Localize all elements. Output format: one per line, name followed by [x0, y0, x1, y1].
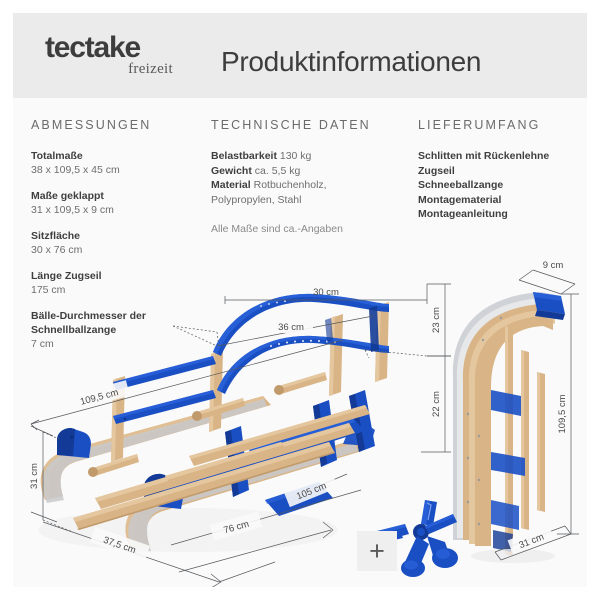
- spec-value: 38 x 109,5 x 45 cm: [31, 164, 120, 176]
- spec-value: 175 cm: [31, 284, 66, 296]
- list-item: Schneeballzange: [418, 179, 504, 191]
- spec-label: Totalmaße: [31, 150, 83, 162]
- sled-folded-illustration: [452, 292, 565, 563]
- list-item: Schlitten mit Rückenlehne: [418, 150, 550, 162]
- spec-value: 7 cm: [31, 338, 54, 350]
- spec-sitzflaeche: Sitzfläche 30 x 76 cm: [31, 229, 201, 257]
- logo-wordmark: tectake: [45, 31, 141, 64]
- dim-23cm: 23 cm: [431, 307, 442, 333]
- list-item: Montagematerial: [418, 193, 502, 206]
- spec-label: Sitzfläche: [31, 230, 81, 242]
- section-heading-lieferumfang: LIEFERUMFANG: [418, 118, 541, 132]
- dimension-annotations-folded-sled: 9 cm 109,5 cm 31 cm: [494, 260, 579, 561]
- page-title: Produktinformationen: [221, 46, 482, 77]
- spec-value: 30 x 76 cm: [31, 244, 83, 256]
- dim-22cm: 22 cm: [431, 391, 442, 417]
- section-heading-technische-daten: TECHNISCHE DATEN: [211, 118, 371, 132]
- spec-value: Rotbuchenholz,: [253, 179, 327, 191]
- list-item: Zugseil: [418, 164, 455, 177]
- spec-label: Maße geklappt: [31, 190, 104, 202]
- spec-value: ca. 5,5 kg: [254, 164, 301, 177]
- dim-31cm-height: 31 cm: [29, 463, 40, 489]
- spec-label: Material: [211, 179, 251, 191]
- list-item: Montageanleitung: [418, 208, 508, 220]
- logo-tagline: freizeit: [128, 61, 173, 77]
- section-lieferumfang: LIEFERUMFANG Schlitten mit Rückenlehne Z…: [418, 118, 583, 222]
- measurement-disclaimer: Alle Maße sind ca.-Angaben: [211, 223, 343, 235]
- spec-masse-geklappt: Maße geklappt 31 x 109,5 x 9 cm: [31, 189, 201, 217]
- product-illustration: 30 cm 36 cm 23 cm 22 cm 109,5 cm: [13, 200, 587, 587]
- spec-belastbarkeit: Belastbarkeit 130 kg: [211, 149, 401, 164]
- spec-label: Gewicht: [211, 164, 252, 177]
- section-abmessungen: ABMESSUNGEN Totalmaße 38 x 109,5 x 45 cm…: [31, 118, 201, 363]
- plus-icon: +: [357, 531, 397, 571]
- brand-logo: tectake freizeit: [45, 31, 195, 78]
- spec-gewicht: Gewicht ca. 5,5 kg: [211, 164, 401, 179]
- spec-baelle-durchmesser: Bälle-Durchmesser der Schnellballzange 7…: [31, 309, 201, 351]
- dim-109-5cm-folded: 109,5 cm: [557, 394, 568, 433]
- spec-material-continued: Polypropylen, Stahl: [211, 193, 302, 206]
- spec-label: Länge Zugseil: [31, 270, 102, 282]
- spec-totalmasse: Totalmaße 38 x 109,5 x 45 cm: [31, 149, 201, 177]
- spec-value: 130 kg: [279, 150, 312, 162]
- header-band: tectake freizeit Produktinformationen: [13, 13, 587, 98]
- spec-laenge-zugseil: Länge Zugseil 175 cm: [31, 269, 201, 297]
- sled-open-illustration: [38, 293, 389, 553]
- spec-material: Material Rotbuchenholz,: [211, 178, 401, 193]
- section-heading-abmessungen: ABMESSUNGEN: [31, 118, 152, 132]
- dimension-annotations-main-sled: 30 cm 36 cm 23 cm 22 cm 109,5 cm: [29, 283, 451, 587]
- spec-label: Bälle-Durchmesser der Schnellballzange: [31, 310, 146, 336]
- section-technische-daten: TECHNISCHE DATEN Belastbarkeit 130 kg Ge…: [211, 118, 401, 236]
- spec-value: 31 x 109,5 x 9 cm: [31, 204, 114, 216]
- dim-9cm: 9 cm: [543, 260, 564, 271]
- dim-36cm: 36 cm: [278, 322, 304, 333]
- spec-label: Belastbarkeit: [211, 150, 277, 162]
- dim-31cm-folded: 31 cm: [517, 532, 545, 552]
- dim-30cm: 30 cm: [313, 287, 339, 298]
